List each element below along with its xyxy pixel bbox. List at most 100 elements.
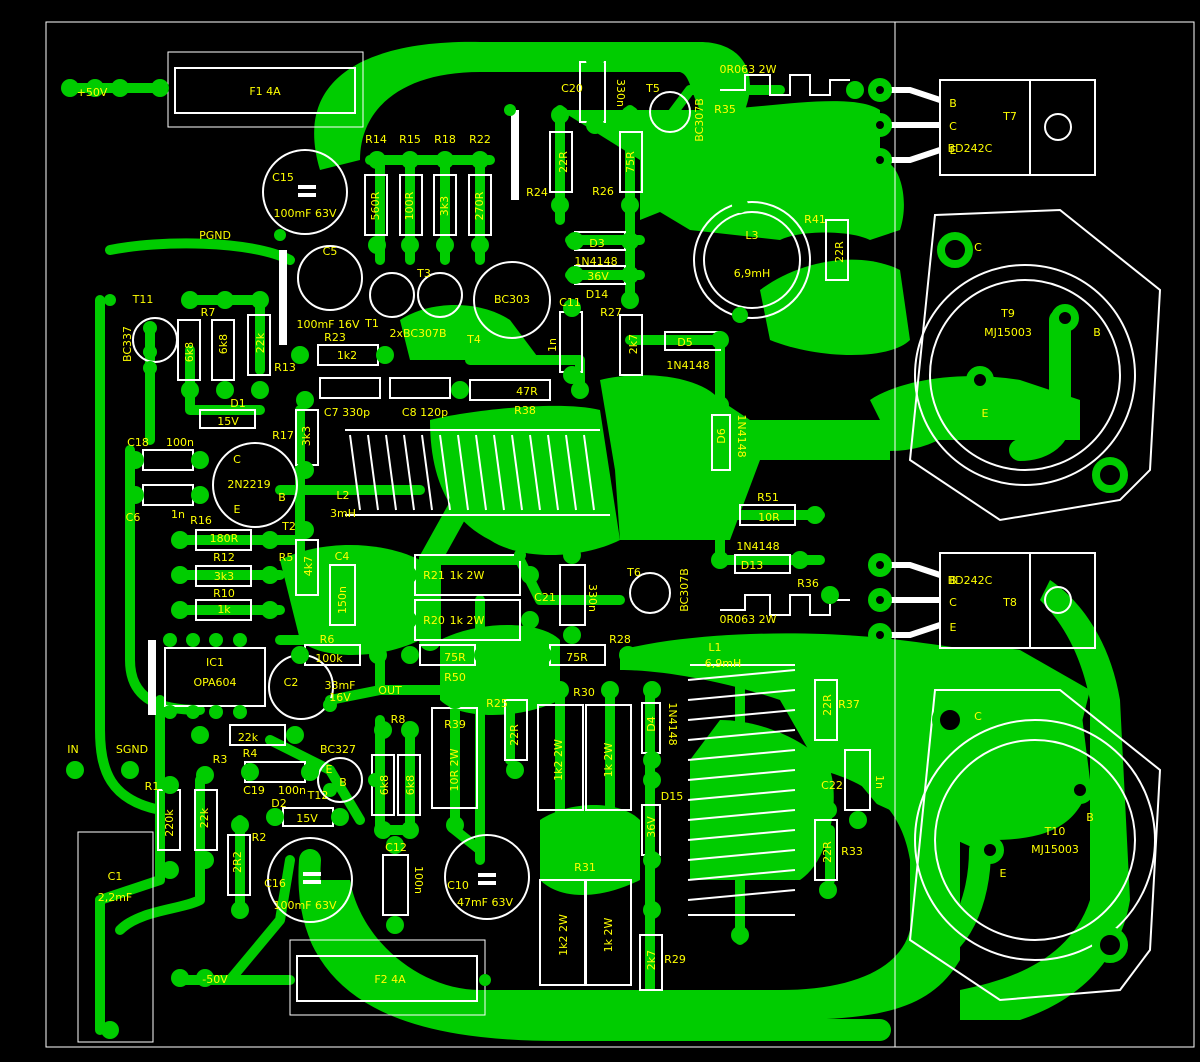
label-ic1: IC1	[206, 656, 224, 669]
label-r22: R22	[469, 133, 491, 146]
label-t12e: E	[326, 763, 333, 776]
label-c6: C6	[126, 511, 141, 524]
label-d1: D1	[230, 397, 245, 410]
label-bc327: BC327	[320, 743, 356, 756]
label-d15v: 36V	[645, 816, 658, 838]
label-r30b: 1k 2W	[602, 743, 615, 778]
label-r35v: 0R063 2W	[719, 63, 776, 76]
label-d6: D6	[715, 428, 728, 443]
label-t7type: BD242C	[948, 142, 993, 155]
label-c1v: 2,2mF	[98, 891, 133, 904]
label-c22v: 1n	[873, 775, 886, 789]
label-t10c: C	[974, 710, 982, 723]
label-t8type: BD242C	[948, 574, 993, 587]
label-r29v: 2k7	[645, 950, 658, 970]
label-r13: R13	[274, 361, 296, 374]
label-c15v: 100mF 63V	[273, 207, 337, 220]
label-r31b: 1k 2W	[602, 918, 615, 953]
label-r51v: 10R	[758, 511, 780, 524]
label-out: OUT	[378, 684, 402, 697]
label-d14: D14	[586, 288, 608, 301]
label-t7e: E	[950, 144, 957, 157]
label-c21: C21	[534, 591, 556, 604]
label-c8: C8 120p	[402, 406, 448, 419]
label-r39v: 10R 2W	[448, 748, 461, 791]
label-r7: R7	[201, 306, 216, 319]
label-r15v: 100R	[403, 191, 416, 220]
label-t9e: E	[982, 407, 989, 420]
label-r12: R12	[213, 551, 235, 564]
label-c7: C7 330p	[324, 406, 370, 419]
label-r23: R23	[324, 331, 346, 344]
label-c16v: 100mF 63V	[273, 899, 337, 912]
label-r10: R10	[213, 587, 235, 600]
label-r50v: 75R	[444, 651, 466, 664]
label-r37v: 22R	[821, 694, 834, 716]
label-c11v: 1n	[546, 338, 559, 352]
label-t12: T12	[307, 789, 329, 802]
label-pgnd: PGND	[199, 229, 231, 242]
label-t5type: BC307B	[693, 98, 706, 142]
label-d6v: 1N4148	[735, 414, 748, 457]
label-t2b: B	[278, 491, 286, 504]
label-r27v: 2k7	[627, 334, 640, 354]
label-c16: C16	[264, 877, 286, 890]
label-ic1type: OPA604	[193, 676, 236, 689]
label-c11: C11	[559, 296, 581, 309]
label-d2v: 15V	[296, 812, 318, 825]
label-r8a: 6k8	[378, 775, 391, 795]
label-d5v: 1N4148	[666, 359, 709, 372]
label-f1: F1 4A	[249, 85, 281, 98]
label-r39: R39	[444, 718, 466, 731]
label-t5: T5	[645, 82, 660, 95]
label-t11type: BC337	[121, 326, 134, 362]
label-d13v: 1N4148	[736, 540, 779, 553]
label-c2z: 16V	[329, 691, 351, 704]
label-r17: R17	[272, 429, 294, 442]
label-c19: C19	[243, 784, 265, 797]
label-r14: R14	[365, 133, 387, 146]
label-r4: R4	[243, 747, 258, 760]
label-r38v: 47R	[516, 385, 538, 398]
label-r10v: 1k	[217, 603, 231, 616]
label-r16: R16	[190, 514, 212, 527]
label-r37: R37	[838, 698, 860, 711]
label-sgnd: SGND	[116, 743, 148, 756]
label-r14v: 560R	[369, 191, 382, 220]
label-l3: L3	[745, 229, 758, 242]
label-r28: R28	[609, 633, 631, 646]
pads	[61, 51, 1128, 1039]
label-t7: T7	[1002, 110, 1017, 123]
label-l2: L2	[336, 489, 349, 502]
label-t10: T10	[1044, 825, 1066, 838]
label-d4: D4	[645, 716, 658, 731]
label-r8: R8	[391, 713, 406, 726]
label-bc303: BC303	[494, 293, 530, 306]
label-c20v: 330n	[614, 79, 627, 107]
label-l2v: 3mH	[330, 507, 356, 520]
label-r26: R26	[592, 185, 614, 198]
label-c5v: 100mF 16V	[296, 318, 360, 331]
label-t10b: B	[1086, 811, 1094, 824]
label-r20: R20	[423, 614, 445, 627]
label-t7c: C	[949, 120, 957, 133]
label-t6type: BC307B	[678, 568, 691, 612]
label-r4v: 22k	[238, 731, 259, 744]
label-r18: R18	[434, 133, 456, 146]
copper-layer	[65, 41, 1130, 1041]
label-r20v: 1k 2W	[450, 614, 485, 627]
label-t2type: 2N2219	[227, 478, 270, 491]
label-c12v: 100n	[412, 866, 425, 894]
label-c12: C12	[385, 841, 407, 854]
label-r3v: 22k	[198, 807, 211, 828]
label-c18v: 100n	[166, 436, 194, 449]
label-t4: T4	[466, 333, 481, 346]
label-r50: R50	[444, 671, 466, 684]
label-t10type: MJ15003	[1031, 843, 1079, 856]
label-t13type: 2xBC307B	[389, 327, 446, 340]
label-r6v: 100k	[315, 652, 343, 665]
label-r51: R51	[757, 491, 779, 504]
label-r41v: 22R	[833, 241, 846, 263]
label-r24v: 22R	[557, 151, 570, 173]
